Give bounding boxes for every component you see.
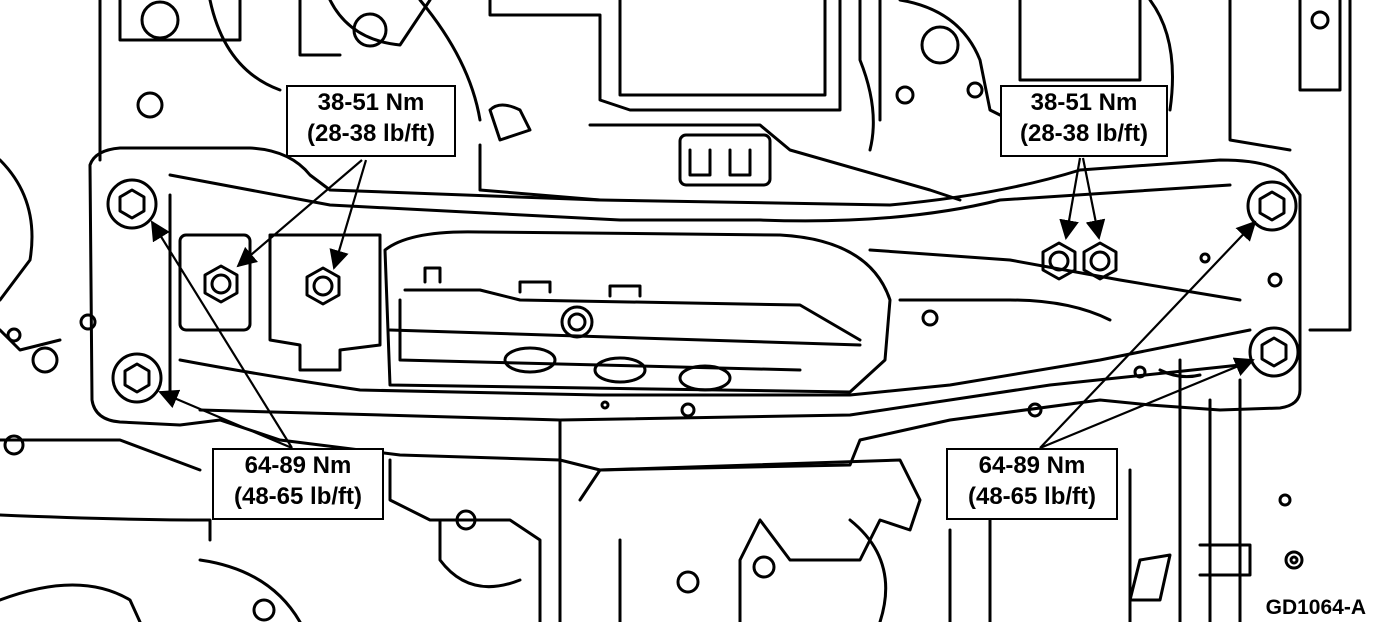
frame-bolt-left-lower — [111, 352, 163, 404]
torque-callout-top-left: 38-51 Nm (28-38 lb/ft) — [286, 85, 456, 157]
arrow-br-bolt-upper — [1039, 220, 1257, 449]
arrow-tl-nut-right — [329, 159, 368, 270]
transmission-crossmember — [79, 146, 1302, 472]
frame-bolt-right-lower — [1248, 326, 1300, 378]
callout-imperial: (28-38 lb/ft) — [306, 120, 435, 147]
arrow-br-bolt-lower — [1039, 357, 1255, 450]
torque-callout-bottom-right: 64-89 Nm (48-65 lb/ft) — [946, 448, 1118, 520]
arrow-tl-nut-left — [236, 159, 363, 268]
callout-metric: 64-89 Nm — [244, 452, 352, 479]
mount-nut-right-1 — [1041, 241, 1077, 281]
callout-metric: 38-51 Nm — [1030, 89, 1138, 116]
arrow-tr-nut-right — [1081, 157, 1106, 240]
torque-callout-top-right: 38-51 Nm (28-38 lb/ft) — [1000, 85, 1168, 157]
frame-bolts — [106, 178, 1300, 404]
leader-arrows — [150, 157, 1257, 450]
arrow-tr-nut-left — [1059, 157, 1082, 240]
callout-imperial: (28-38 lb/ft) — [1019, 120, 1148, 147]
mount-nut-left-1 — [203, 264, 239, 304]
mount-nut-left-2 — [305, 266, 341, 306]
mount-nuts — [203, 241, 1118, 306]
frame-bolt-right-upper — [1246, 180, 1298, 232]
callout-metric: 38-51 Nm — [317, 89, 425, 116]
callout-metric: 64-89 Nm — [978, 452, 1086, 479]
arrow-bl-bolt-lower — [158, 389, 293, 450]
torque-callout-bottom-left: 64-89 Nm (48-65 lb/ft) — [212, 448, 384, 520]
callout-imperial: (48-65 lb/ft) — [233, 483, 362, 510]
callout-imperial: (48-65 lb/ft) — [967, 483, 1096, 510]
frame-bolt-left-upper — [106, 178, 158, 230]
figure-identifier: GD1064-A — [1265, 596, 1366, 619]
arrow-bl-bolt-upper — [150, 220, 293, 449]
mount-nut-right-2 — [1082, 241, 1118, 281]
